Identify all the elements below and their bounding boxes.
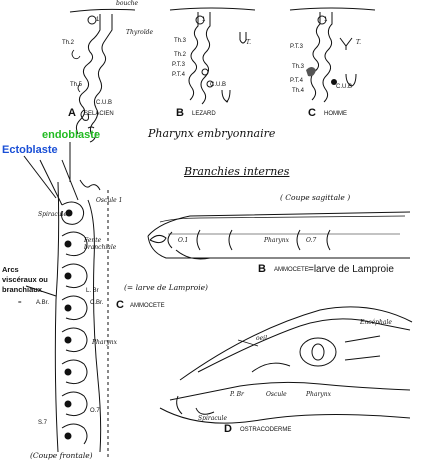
caption-b-letter: B — [258, 263, 266, 275]
label-fente: Fente branchiale — [84, 237, 117, 251]
caption-c-letter: C — [116, 299, 124, 311]
label-b-pt4: P.T.4 — [172, 72, 185, 78]
panel-a-name: SELACIEN — [84, 111, 114, 117]
label-a-cub: C.U.B — [96, 100, 113, 106]
label-abr: A.Br. — [36, 300, 50, 306]
label-lbr: L. Br — [86, 288, 99, 294]
label-b-1: 1 — [202, 17, 206, 23]
caption-lamproie: =larve de Lamproie — [308, 264, 394, 275]
label-pbr: P. Br — [230, 391, 244, 398]
label-bouche: bouche — [116, 0, 139, 7]
label-thyroide-b: T. — [246, 39, 252, 46]
label-endoblaste: endoblaste — [42, 129, 101, 141]
label-cbr: C.Br. — [90, 300, 104, 306]
label-o1: O.1 — [178, 237, 189, 244]
panel-c-name: HOMME — [324, 111, 347, 117]
label-oscule-1: Oscule 1 — [96, 197, 123, 204]
label-thyroide: Thyroïde — [126, 29, 154, 36]
label-eq: = — [18, 300, 22, 306]
panel-c-homme-drawing — [289, 7, 376, 103]
title-pharynx: Pharynx embryonnaire — [148, 127, 276, 140]
label-arcs-2: viscéraux ou — [2, 275, 48, 284]
label-s7: S.7 — [38, 420, 48, 426]
panel-a-selacien-drawing — [69, 8, 136, 143]
label-a-th2: Th.2 — [62, 40, 75, 46]
label-a-1: 1 — [96, 17, 100, 23]
label-c-1: 1 — [324, 17, 328, 23]
title-coupe-sagittale: ( Coupe sagittale ) — [280, 193, 351, 202]
label-c-th4: Th.4 — [292, 88, 305, 94]
panel-a-letter: A — [68, 107, 76, 119]
panel-b-lezard-drawing — [169, 7, 256, 105]
panel-b-name: LEZARD — [192, 111, 216, 117]
label-b-th2: Th.2 — [174, 52, 187, 58]
label-b-cub: C.U.B — [210, 82, 227, 88]
label-encephale: Encéphale — [360, 319, 392, 326]
label-c-pt4: P.T.4 — [290, 78, 303, 84]
label-arcs-3: branchiaux — [2, 285, 43, 294]
label-pharynx-sag: Pharynx — [264, 237, 289, 244]
label-o7-left: O.7 — [90, 408, 100, 414]
label-spiracule: Spiracule — [198, 415, 228, 422]
label-oeil: oeil — [256, 335, 268, 342]
ostracoderme-drawing — [159, 306, 413, 424]
branchial-arches — [61, 201, 88, 445]
panel-b-letter: B — [176, 107, 184, 119]
label-arcs-1: Arcs — [2, 265, 19, 274]
frontal-section-drawing — [39, 159, 109, 460]
label-b-pt3: P.T.3 — [172, 62, 185, 68]
label-thyroide-c: T. — [356, 39, 362, 46]
caption-b-name: AMMOCETE — [274, 267, 309, 273]
caption-d-name: OSTRACODERME — [240, 427, 292, 433]
label-ectoblaste: Ectoblaste — [2, 144, 58, 156]
label-larve-paren: (= larve de Lamproie) — [124, 283, 208, 292]
title-branchies: Branchies internes — [184, 165, 290, 178]
label-o7-sag: O.7 — [306, 237, 317, 244]
label-c-cub: C.U.B — [336, 84, 353, 90]
label-oscule: Oscule — [266, 391, 287, 398]
label-spiracule-1: Spiracule 1 — [38, 211, 73, 218]
label-pharynx-ostra: Pharynx — [306, 391, 331, 398]
caption-d-letter: D — [224, 423, 232, 435]
label-a-th5: Th.5 — [70, 82, 83, 88]
ammocete-sagittal-drawing — [147, 211, 411, 260]
label-pharynx-left: Pharynx — [92, 339, 117, 346]
title-coupe-frontale: (Coupe frontale) — [30, 451, 93, 460]
label-c-th3: Th.3 — [292, 64, 305, 70]
caption-c-name: AMMOCETE — [130, 303, 165, 309]
label-b-th3: Th.3 — [174, 38, 187, 44]
panel-c-letter: C — [308, 107, 316, 119]
label-c-pt3: P.T.3 — [290, 44, 303, 50]
